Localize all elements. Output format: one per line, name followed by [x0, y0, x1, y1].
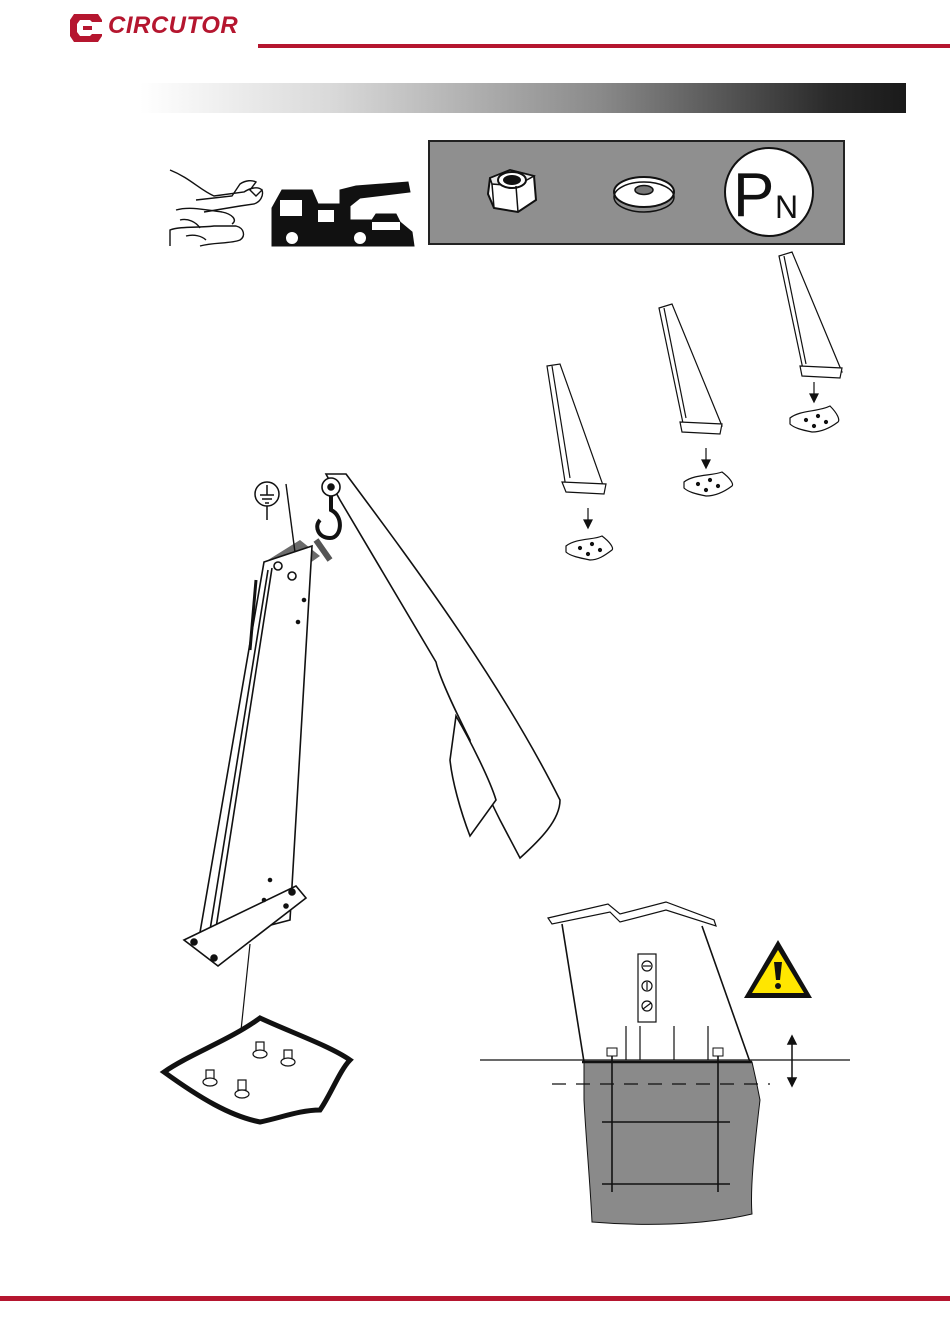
lifted-pole — [184, 546, 312, 1040]
pole-step-3 — [779, 252, 842, 432]
crane-truck-icon — [272, 182, 414, 246]
hand-wrench-icon — [168, 168, 264, 246]
pole-step-2 — [659, 304, 733, 496]
foundation-base — [164, 1018, 350, 1122]
warning-triangle-icon — [744, 940, 812, 998]
foundation-section — [480, 902, 850, 1224]
footer-rule — [0, 1296, 950, 1301]
height-arrow — [788, 1036, 796, 1086]
spirit-level-icon — [638, 954, 656, 1022]
earth-ground-icon — [255, 482, 279, 520]
pole-step-1 — [547, 364, 613, 560]
crane-arm — [268, 474, 560, 858]
